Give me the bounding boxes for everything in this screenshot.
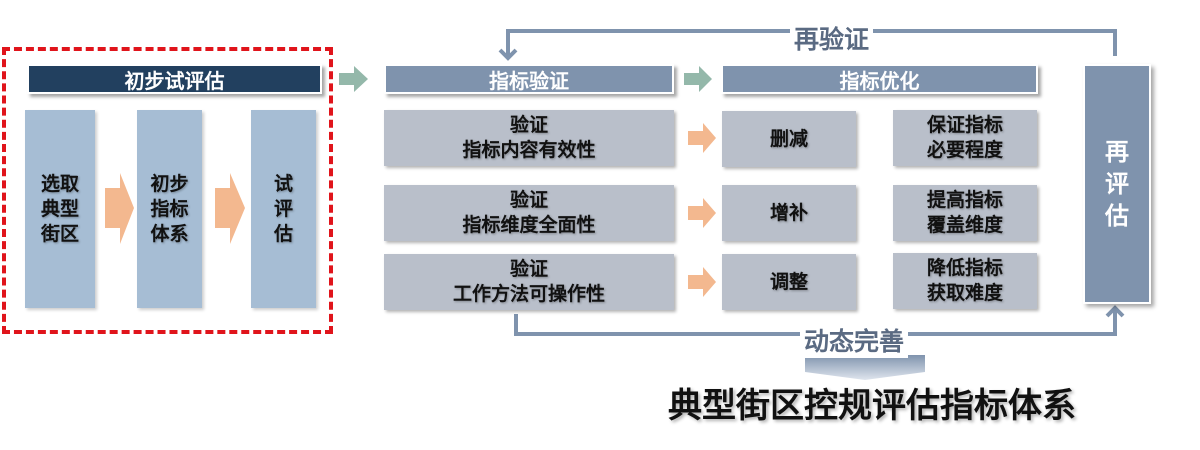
- validation-line2: 指标维度全面性: [462, 214, 596, 236]
- validation-line2: 指标内容有效性: [462, 139, 596, 161]
- action-box: 增补: [722, 185, 856, 241]
- action-label: 调整: [769, 270, 808, 293]
- validation-line1: 验证: [509, 189, 548, 211]
- goal-box: 降低指标获取难度: [893, 253, 1037, 309]
- reassess-block: 再评估: [1083, 64, 1151, 304]
- validation-line2: 工作方法可操作性: [452, 283, 605, 305]
- action-label: 增补: [769, 201, 808, 224]
- down-arrow-icon: [805, 355, 925, 380]
- step-label: 选取典型街区: [40, 172, 79, 245]
- action-box: 删减: [722, 111, 856, 167]
- green-arrow-icon: [339, 66, 712, 92]
- stage1-header: 初步试评估: [27, 64, 322, 94]
- result-title: 典型街区控规评估指标体系: [668, 386, 1076, 426]
- goal-line2: 必要程度: [926, 139, 1003, 161]
- step-label: 初步指标体系: [150, 172, 189, 245]
- validation-item: 验证指标内容有效性: [384, 110, 674, 166]
- orange-arrow-icon: [105, 123, 716, 297]
- goal-line1: 保证指标: [926, 114, 1003, 136]
- dynamic-improve-label: 动态完善: [800, 322, 909, 358]
- validation-line1: 验证: [509, 114, 548, 136]
- stage2-header: 指标验证: [384, 64, 674, 94]
- action-label: 删减: [769, 127, 808, 150]
- step-label: 试评估: [273, 172, 293, 245]
- step-select-block: 选取典型街区: [25, 110, 95, 308]
- reassess-label: 再评估: [1104, 138, 1129, 230]
- revalidate-label: 再验证: [790, 20, 874, 56]
- initial-stage-highlight: [2, 47, 333, 334]
- goal-box: 提高指标覆盖维度: [893, 185, 1037, 241]
- validation-item: 验证工作方法可操作性: [384, 254, 674, 310]
- step-trial-assess: 试评估: [251, 110, 316, 308]
- validation-item: 验证指标维度全面性: [384, 185, 674, 241]
- goal-line1: 降低指标: [926, 257, 1003, 279]
- goal-line2: 获取难度: [926, 282, 1003, 304]
- step-initial-index: 初步指标体系: [137, 110, 202, 308]
- goal-line1: 提高指标: [926, 189, 1003, 211]
- stage3-header: 指标优化: [721, 64, 1038, 94]
- goal-box: 保证指标必要程度: [893, 110, 1037, 166]
- action-box: 调整: [722, 254, 856, 310]
- goal-line2: 覆盖维度: [926, 214, 1003, 236]
- validation-line1: 验证: [509, 258, 548, 280]
